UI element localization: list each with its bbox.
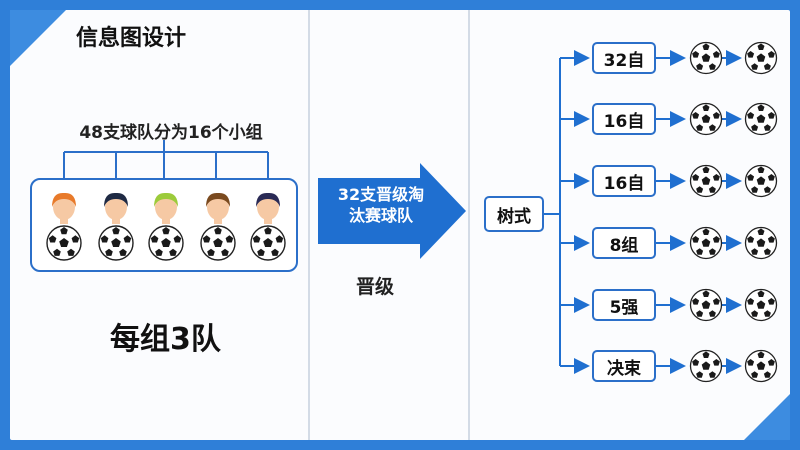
soccer-ball-icon: [744, 164, 778, 198]
team-avatar: [250, 192, 286, 261]
bracket-root-node: 树式: [484, 196, 544, 232]
soccer-ball-icon: [689, 288, 723, 322]
soccer-ball-icon: [689, 164, 723, 198]
soccer-ball-icon: [744, 41, 778, 75]
slide-title: 信息图设计: [76, 26, 187, 51]
group-size-label: 每组3队: [110, 322, 221, 357]
column-divider-left: [308, 10, 310, 440]
team-avatar: [200, 192, 236, 261]
stage-node: 16自: [592, 103, 656, 135]
soccer-ball-icon: [744, 226, 778, 260]
soccer-ball-icon: [744, 288, 778, 322]
soccer-ball-icon: [689, 226, 723, 260]
arrow-text-line2: 汰赛球队: [348, 206, 413, 225]
stage-node: 32自: [592, 42, 656, 74]
team-avatar: [148, 192, 184, 261]
group-stage-label: 48支球队分为16个小组: [79, 123, 263, 143]
stage-node: 5强: [592, 289, 656, 321]
arrow-text: 32支晋级淘 汰赛球队: [322, 184, 440, 226]
stage-node: 16自: [592, 165, 656, 197]
soccer-ball-icon: [744, 102, 778, 136]
soccer-ball-icon: [744, 349, 778, 383]
stage-node: 8组: [592, 227, 656, 259]
team-avatar: [98, 192, 134, 261]
soccer-ball-icon: [689, 41, 723, 75]
corner-decoration-bottom-right: [744, 394, 790, 440]
column-divider-right: [468, 10, 470, 440]
arrow-text-line1: 32支晋级淘: [337, 185, 425, 204]
advance-label: 晋级: [356, 276, 395, 298]
stage-node: 决束: [592, 350, 656, 382]
soccer-ball-icon: [689, 349, 723, 383]
corner-decoration-top-left: [10, 10, 66, 66]
soccer-ball-icon: [689, 102, 723, 136]
team-avatar: [46, 192, 82, 261]
